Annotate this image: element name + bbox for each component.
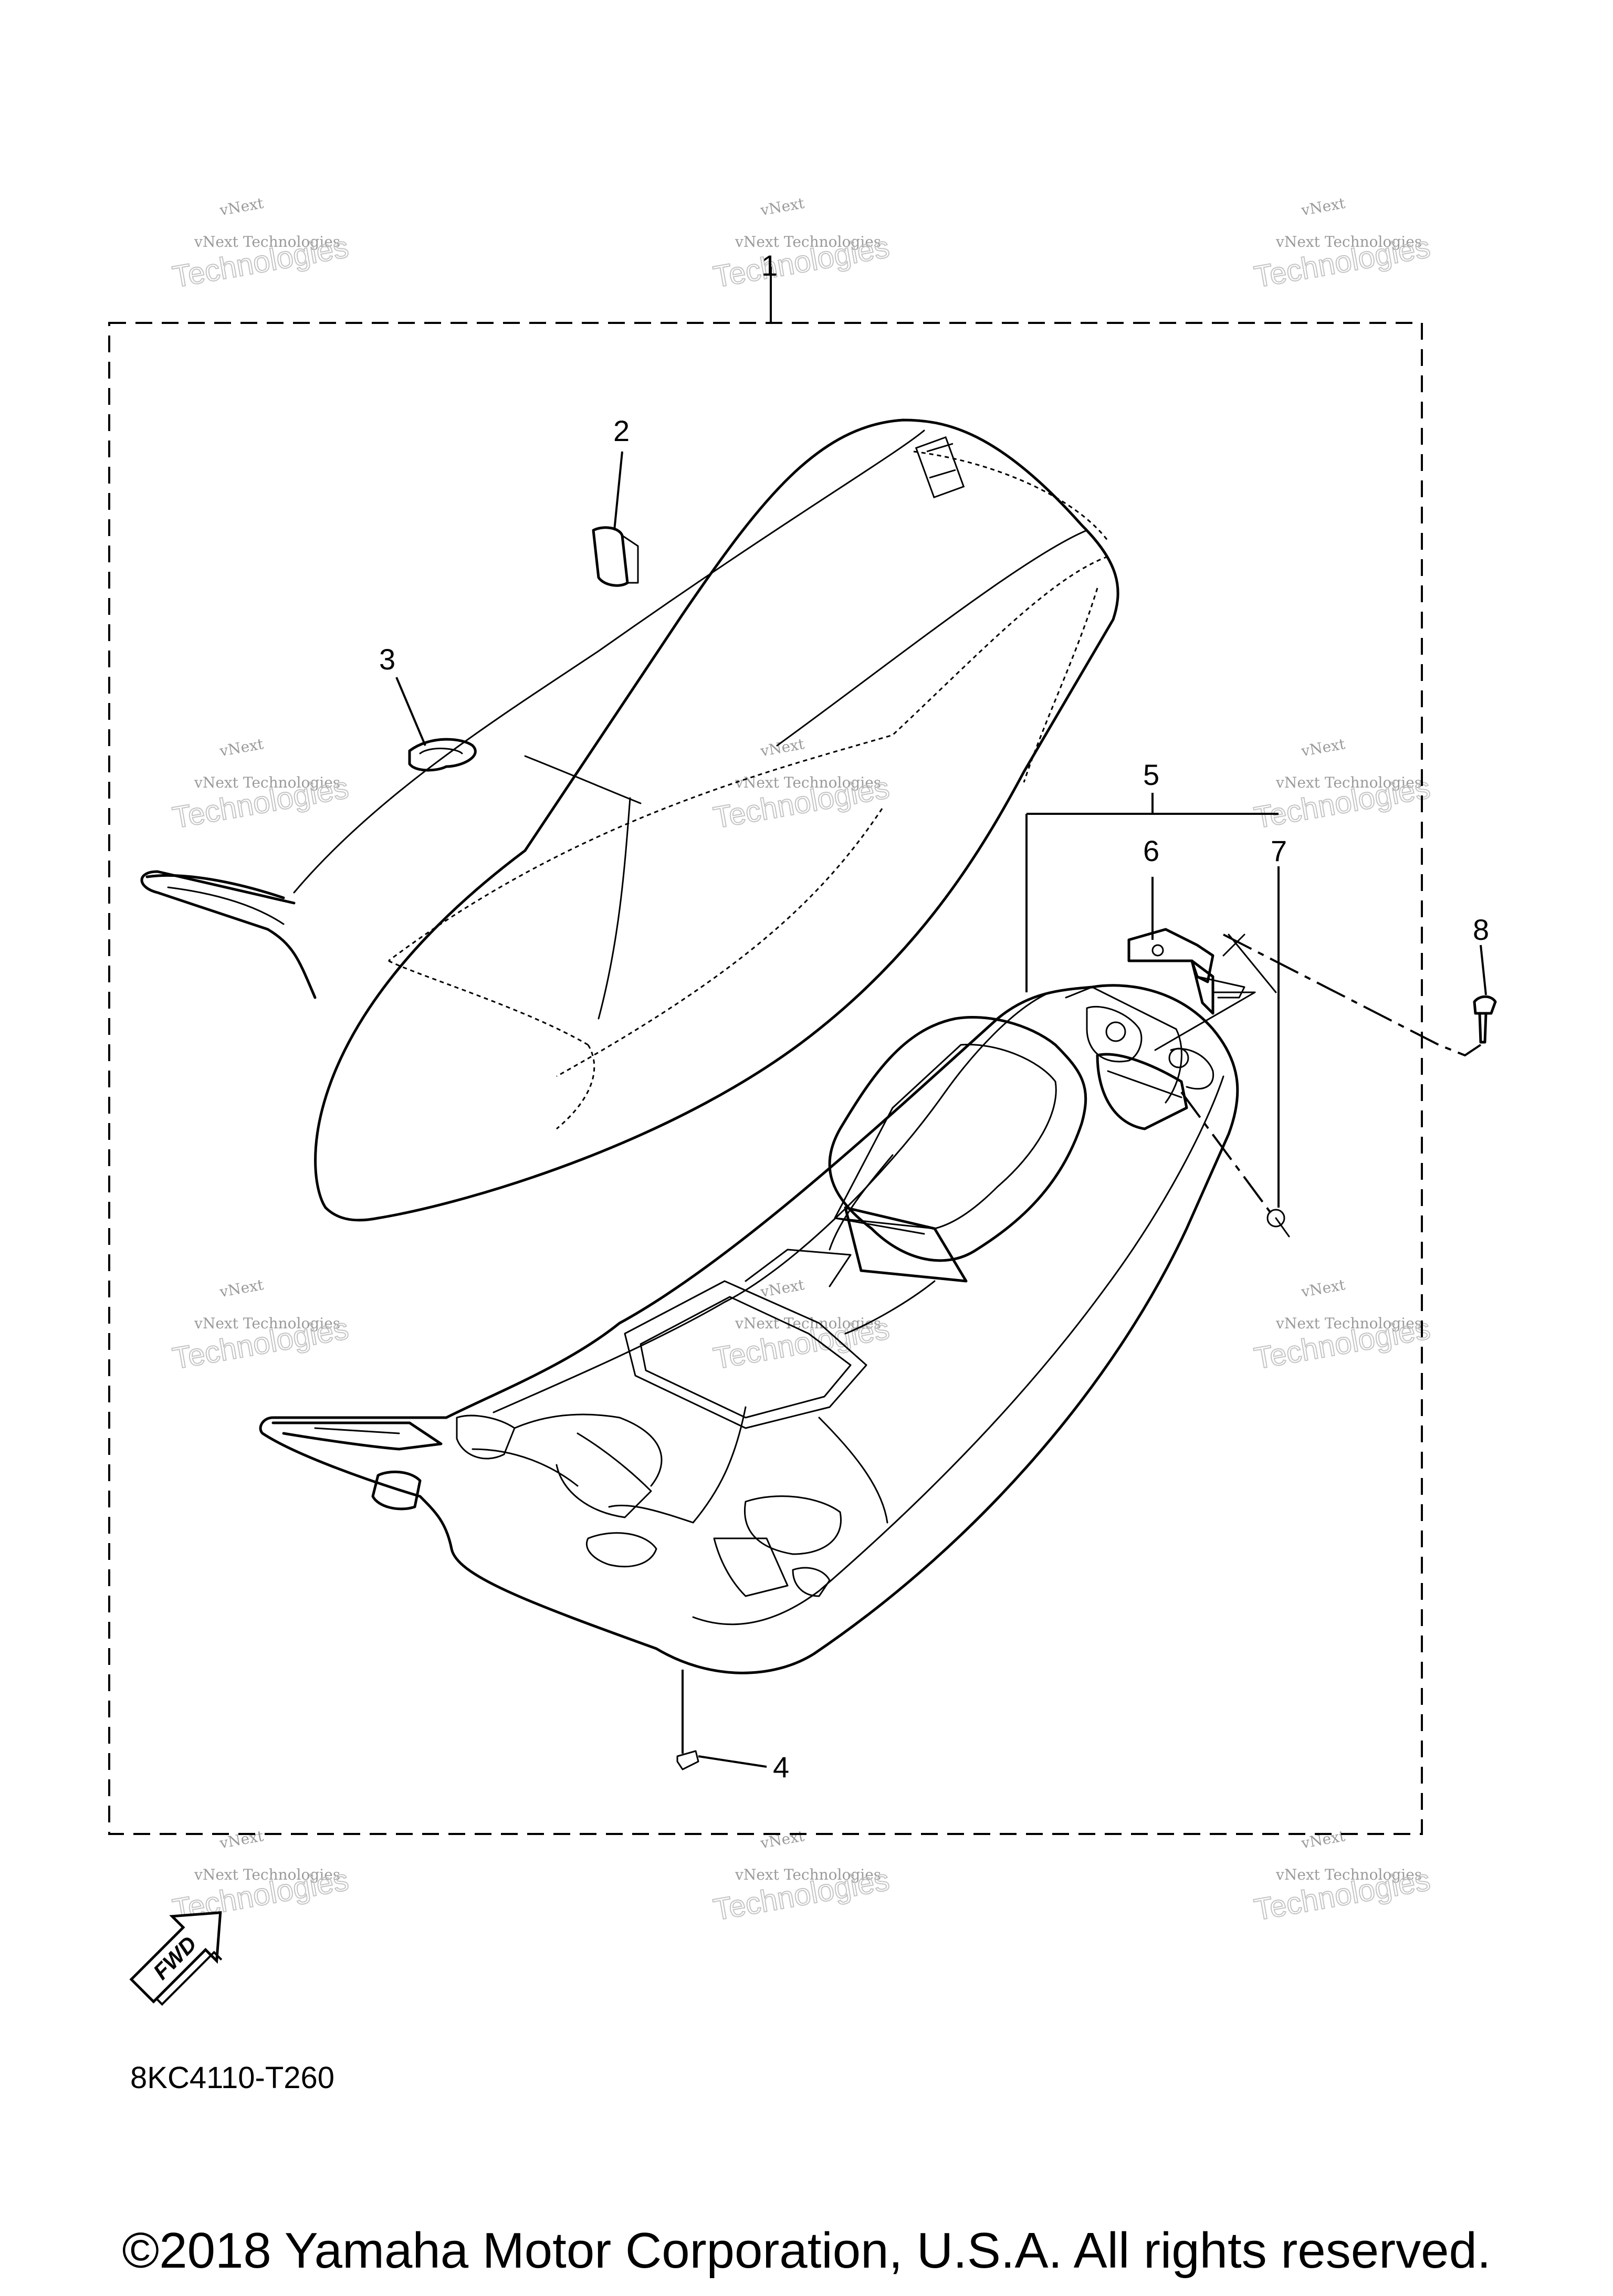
svg-text:vNext: vNext xyxy=(1300,1276,1347,1301)
part-3-emblem xyxy=(408,738,477,772)
part-8-screw xyxy=(1473,995,1497,1044)
watermark: vNext Technologies Technologies vNext xyxy=(710,1827,893,1927)
watermark: vNext Technologies Technologies vNext xyxy=(710,194,893,295)
svg-text:vNext: vNext xyxy=(1300,194,1347,219)
part-6-to-hole-line xyxy=(1154,991,1256,1051)
watermark: vNext Technologies Technologies vNext xyxy=(710,735,893,835)
callout-4-label: 4 xyxy=(773,1750,789,1784)
svg-text:vNext: vNext xyxy=(1300,1827,1347,1852)
svg-text:vNext Technologies: vNext Technologies xyxy=(194,774,340,791)
svg-text:vNext Technologies: vNext Technologies xyxy=(1275,233,1422,250)
watermark: vNext Technologies Technologies vNext xyxy=(170,735,352,835)
svg-text:vNext Technologies: vNext Technologies xyxy=(1275,1866,1422,1883)
svg-text:vNext Technologies: vNext Technologies xyxy=(735,1866,881,1883)
part-7-nut xyxy=(1266,1209,1290,1238)
watermark: vNext Technologies Technologies vNext xyxy=(1251,1827,1433,1927)
part-4-clip xyxy=(676,1750,699,1770)
svg-text:vNext: vNext xyxy=(759,1827,806,1852)
svg-text:vNext Technologies: vNext Technologies xyxy=(1275,1315,1422,1332)
part-8-axis xyxy=(1223,934,1482,1057)
part-6-centerline xyxy=(1222,934,1277,993)
callout-5-label: 5 xyxy=(1143,758,1159,791)
assembly-boundary xyxy=(108,322,1423,1835)
svg-text:vNext Technologies: vNext Technologies xyxy=(194,1315,340,1332)
svg-text:vNext: vNext xyxy=(759,735,806,760)
callout-8-label: 8 xyxy=(1473,913,1489,946)
watermark-layer: vNext Technologies Technologies vNext vN… xyxy=(170,194,1433,1927)
callout-4-leader xyxy=(698,1755,767,1768)
svg-text:vNext: vNext xyxy=(218,194,265,219)
watermark: vNext Technologies Technologies vNext xyxy=(170,194,352,295)
svg-text:vNext Technologies: vNext Technologies xyxy=(1275,774,1422,791)
callout-8-leader xyxy=(1480,945,1487,995)
svg-text:vNext: vNext xyxy=(218,1276,265,1301)
svg-text:vNext: vNext xyxy=(759,194,806,219)
diagram-code: 8KC4110-T260 xyxy=(130,2061,335,2095)
part-7-axis xyxy=(1180,1091,1272,1214)
watermark: vNext Technologies Technologies vNext xyxy=(170,1827,352,1927)
svg-text:vNext: vNext xyxy=(218,1827,265,1852)
part-6-bracket xyxy=(1127,928,1245,1015)
watermark: vNext Technologies Technologies vNext xyxy=(1251,194,1433,295)
callout-1-label: 1 xyxy=(761,249,778,282)
callout-7-label: 7 xyxy=(1271,834,1287,867)
watermark: vNext Technologies Technologies vNext xyxy=(170,1276,352,1376)
watermark: vNext Technologies Technologies vNext xyxy=(710,1276,893,1376)
part-2-strap xyxy=(592,526,639,587)
seat-logo-plate xyxy=(915,436,965,499)
callout-3-label: 3 xyxy=(379,643,395,676)
callout-2-label: 2 xyxy=(613,414,630,447)
seat-top xyxy=(140,418,1119,1222)
callout-2-leader xyxy=(613,451,623,531)
copyright-notice: ©2018 Yamaha Motor Corporation, U.S.A. A… xyxy=(122,2222,1491,2279)
svg-text:vNext Technologies: vNext Technologies xyxy=(194,233,340,250)
svg-text:vNext Technologies: vNext Technologies xyxy=(735,774,881,791)
watermark: vNext Technologies Technologies vNext xyxy=(1251,1276,1433,1376)
svg-text:vNext Technologies: vNext Technologies xyxy=(735,233,881,250)
svg-text:vNext: vNext xyxy=(1300,735,1347,760)
watermark: vNext Technologies Technologies vNext xyxy=(1251,735,1433,835)
callout-3-leader xyxy=(395,677,426,746)
svg-text:vNext: vNext xyxy=(218,735,265,760)
svg-text:vNext Technologies: vNext Technologies xyxy=(194,1866,340,1883)
svg-text:vNext: vNext xyxy=(759,1276,806,1301)
callout-5-bracket xyxy=(1025,793,1280,1208)
callout-6-label: 6 xyxy=(1143,834,1159,867)
seat-bottom xyxy=(259,984,1239,1674)
